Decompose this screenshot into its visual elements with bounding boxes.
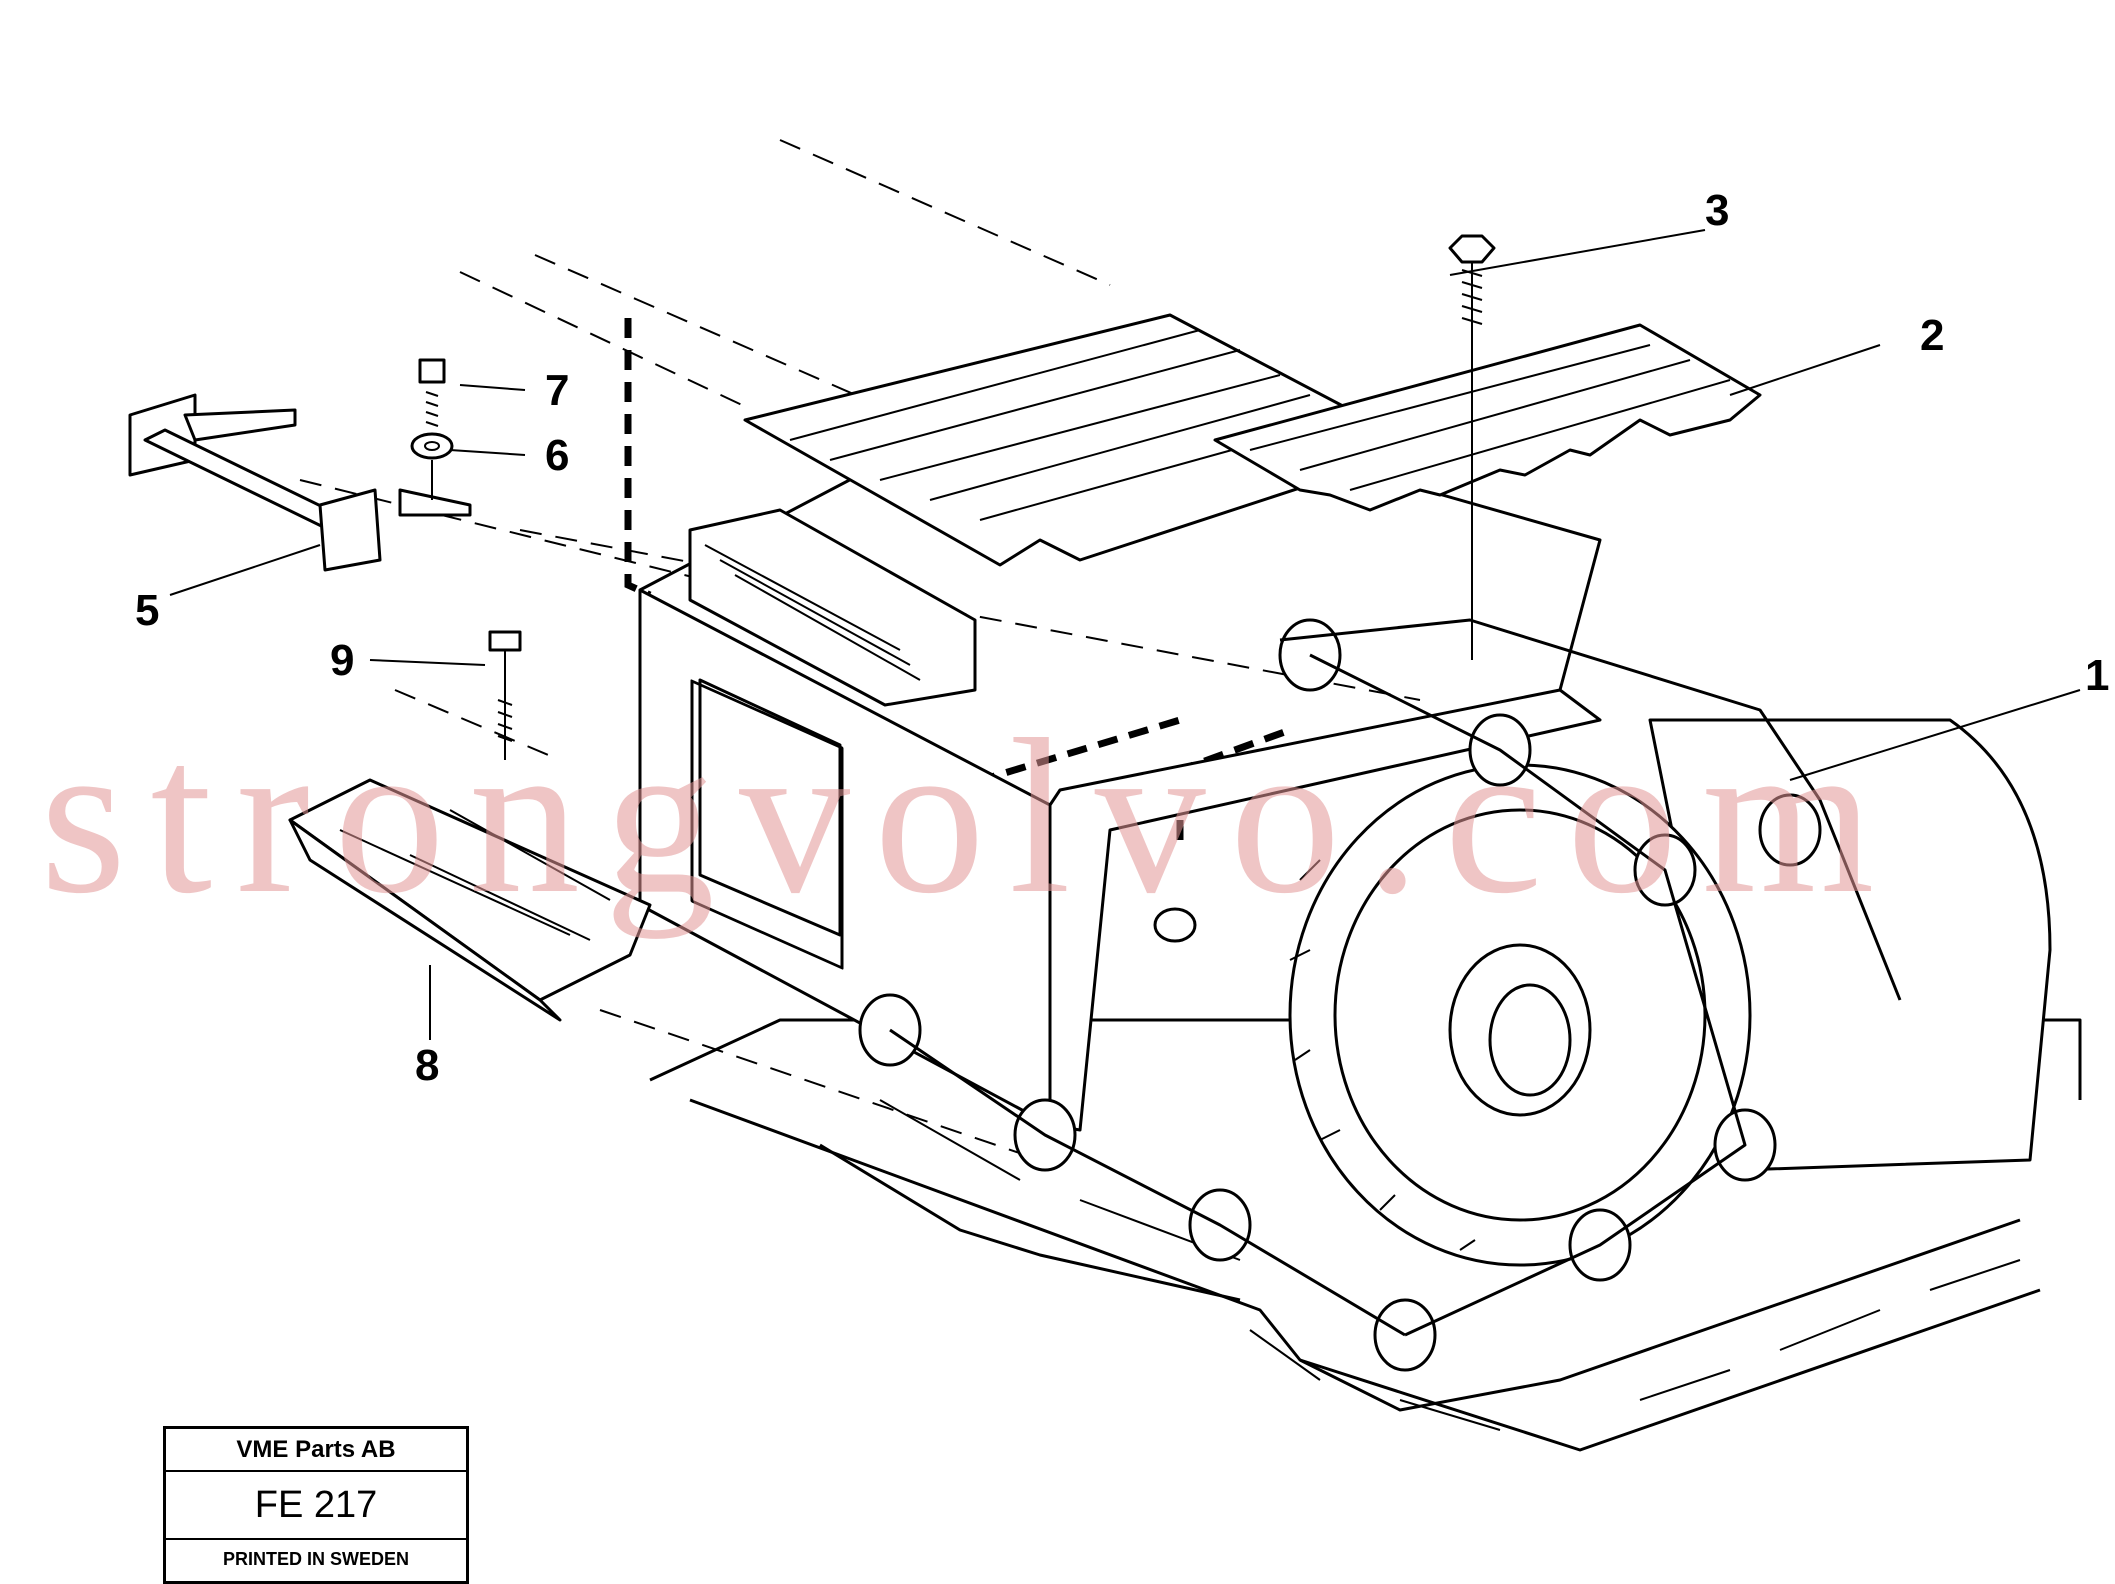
guard-bracket-part <box>128 393 472 572</box>
leader-lines <box>169 229 2081 1040</box>
track-shoes-lower <box>649 1018 2082 1452</box>
guard-block-part <box>288 630 652 1022</box>
callout-6: 6 <box>545 431 569 480</box>
callout-3: 3 <box>1705 186 1729 235</box>
stamp-printed: PRINTED IN SWEDEN <box>222 1549 409 1569</box>
callout-9: 9 <box>330 636 354 685</box>
stamp-company: VME Parts AB <box>166 1429 466 1472</box>
frame-step <box>688 508 977 707</box>
drive-sprocket <box>1288 718 2052 1267</box>
undercarriage-frame <box>638 378 1602 1132</box>
bolt-nut-part <box>1153 234 1496 943</box>
callout-2: 2 <box>1920 311 1944 360</box>
callout-8: 8 <box>415 1041 439 1090</box>
callout-7: 7 <box>545 366 569 415</box>
track-shoe-part <box>1213 323 1762 512</box>
track-chain <box>858 618 1902 1372</box>
stamp-code: FE 217 <box>166 1472 466 1540</box>
callout-5: 5 <box>135 586 159 635</box>
callout-1: 1 <box>2085 651 2109 700</box>
washer-and-screw-parts <box>410 358 454 500</box>
title-stamp: VME Parts AB FE 217 PRINTED IN SWEDEN <box>163 1426 469 1584</box>
